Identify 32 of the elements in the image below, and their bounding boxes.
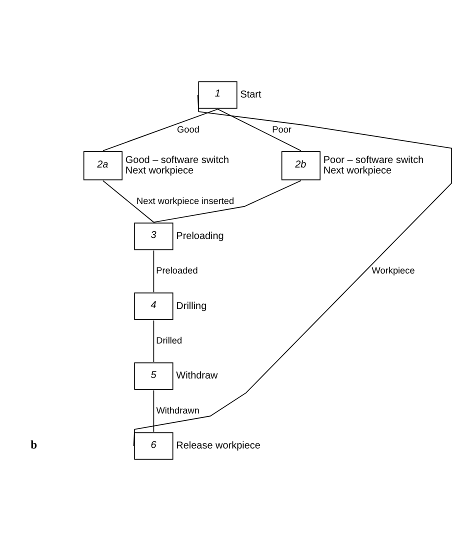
connector <box>217 108 302 151</box>
connector <box>102 180 154 222</box>
node-label: Preloading <box>176 230 224 242</box>
node-box: 4 <box>134 292 174 320</box>
node-label: Poor – software switch <box>323 154 424 166</box>
edge-label: Preloaded <box>156 265 198 276</box>
node-box: 2b <box>281 150 321 180</box>
node-label: Drilling <box>176 300 207 312</box>
edge-label: Good <box>177 124 200 134</box>
node-label: Good – software switch <box>125 154 230 166</box>
node-box: 6 <box>134 432 174 460</box>
node-label: Start <box>240 89 262 100</box>
connector <box>153 389 154 432</box>
node-box: 5 <box>134 362 174 390</box>
edge-label: Drilled <box>156 335 182 346</box>
connector <box>133 94 452 446</box>
connector <box>153 180 302 222</box>
edge-label: Poor <box>272 124 292 134</box>
node-label: Next workpiece <box>125 165 194 176</box>
node-label: Withdraw <box>176 370 218 382</box>
node-box: 1 <box>198 80 238 108</box>
edge-label: Withdrawn <box>156 404 200 415</box>
node-label: Release workpiece <box>176 440 260 452</box>
edge-label: Workpiece <box>372 265 415 276</box>
edge-label: Next workpiece inserted <box>136 195 234 206</box>
connector <box>153 250 154 292</box>
node-label: Next workpiece <box>323 165 392 176</box>
connector <box>153 320 154 362</box>
node-box: 2a <box>83 150 123 180</box>
node-box: 3 <box>134 222 174 250</box>
connector <box>102 108 218 151</box>
label: b <box>30 438 38 451</box>
